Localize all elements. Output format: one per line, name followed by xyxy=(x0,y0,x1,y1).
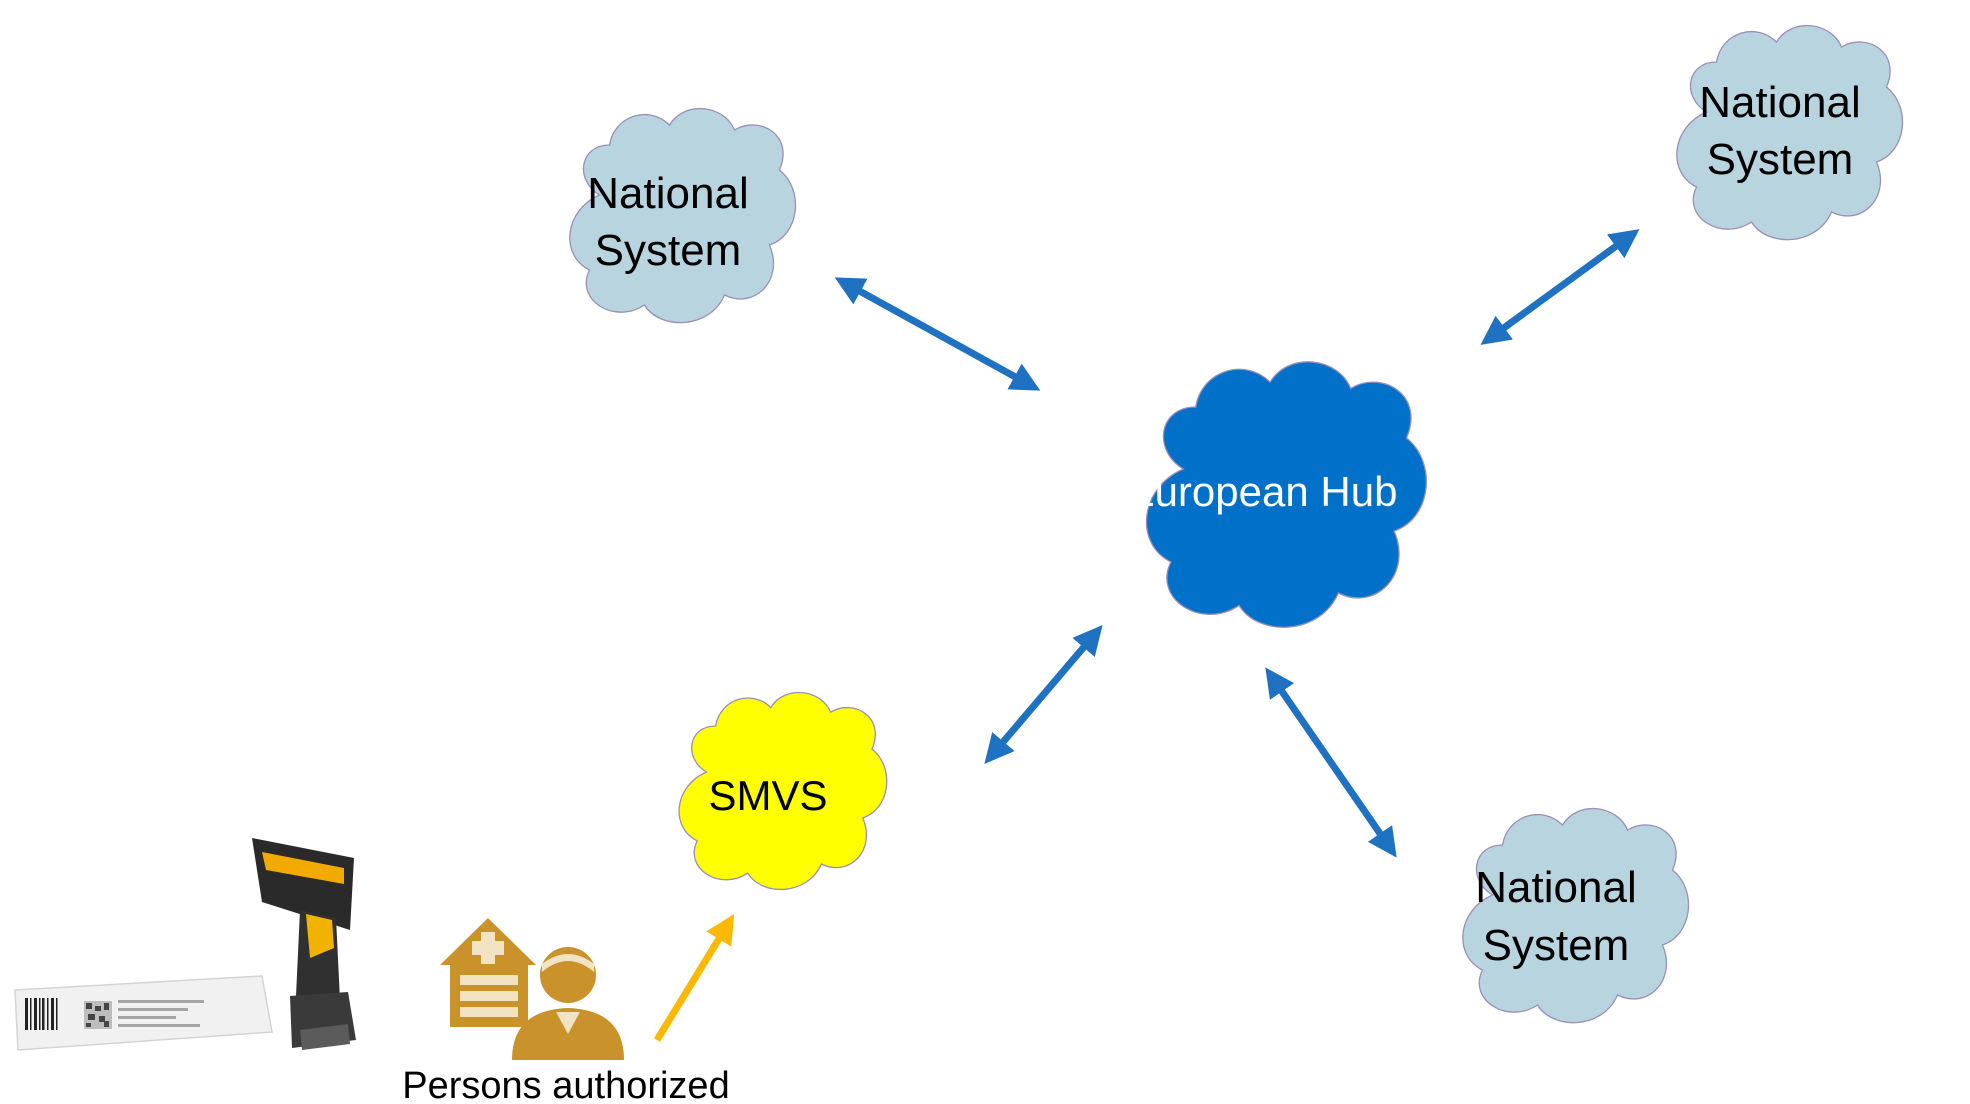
arrow-persons-to-smvs xyxy=(654,913,735,1042)
national-bottom-right-line1: National xyxy=(1475,863,1636,912)
national-bottom-right-line2: System xyxy=(1483,921,1630,970)
arrow-hub-national-top-left xyxy=(834,277,1041,391)
datamatrix-icon xyxy=(84,1001,112,1029)
national-top-right-line2: System xyxy=(1707,135,1854,184)
pharmacist-icon xyxy=(512,947,624,1060)
arrow-hub-smvs xyxy=(984,625,1103,764)
cloud-smvs: SMVS xyxy=(679,692,887,889)
arrow-hub-national-top-right xyxy=(1480,229,1640,345)
cloud-national-top-right: National System xyxy=(1677,26,1903,240)
barcode-scanner-icon xyxy=(252,838,356,1050)
national-top-right-line1: National xyxy=(1699,78,1860,127)
national-top-left-line2: System xyxy=(595,226,742,275)
cloud-national-bottom-right: National System xyxy=(1463,809,1689,1023)
pack-print-lines xyxy=(118,1000,204,1027)
medicine-pack-icon xyxy=(14,975,273,1051)
national-top-left-line1: National xyxy=(587,169,748,218)
persons-authorized-caption: Persons authorized xyxy=(402,1065,729,1104)
arrow-hub-national-bottom-right xyxy=(1265,667,1397,858)
pharmacy-icon xyxy=(440,918,536,1027)
smvs-label: SMVS xyxy=(708,772,827,819)
barcode-icon xyxy=(25,998,58,1030)
european-hub-label: European Hub xyxy=(1127,468,1398,515)
cloud-national-top-left: National System xyxy=(570,109,796,323)
connector-arrows xyxy=(834,229,1640,858)
cloud-european-hub: European Hub xyxy=(1127,362,1427,627)
